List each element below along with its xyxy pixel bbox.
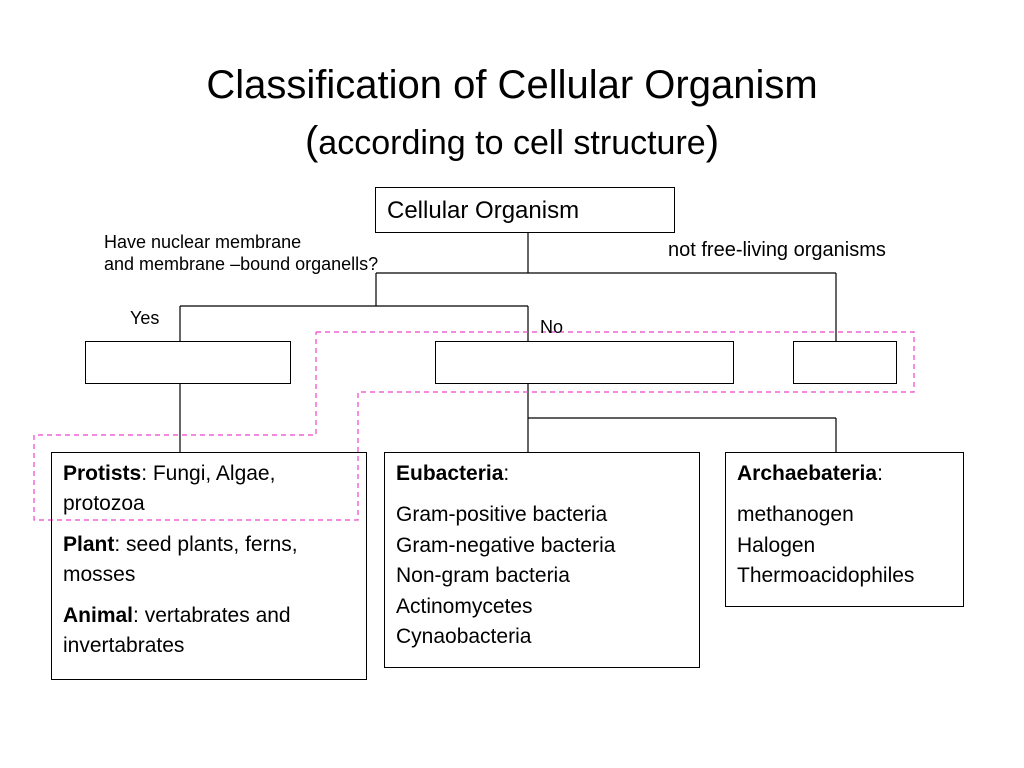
animal-entry: Animal: vertabrates and invertabrates [63, 601, 356, 661]
eubacteria-name: Eubacteria [396, 462, 504, 485]
yes-label: Yes [130, 308, 160, 328]
title-subtitle: according to cell structure [318, 124, 706, 162]
cellular-organism-label: Cellular Organism [387, 197, 580, 224]
eukaryote-category-box: Protists: Fungi, Algae, protozoa Plant: … [51, 452, 367, 680]
animal-sep: : [133, 604, 145, 627]
protists-desc: Fungi, Algae, protozoa [63, 462, 276, 515]
question-line-2: and membrane –bound organells? [104, 254, 379, 274]
animal-name: Animal [63, 604, 134, 627]
list-item: Halogen [737, 533, 816, 557]
title-close-paren: ) [705, 119, 720, 163]
highlight-dashed-outline [33, 331, 915, 521]
eubacteria-list: Gram-positive bacteria Gram-negative bac… [396, 500, 689, 653]
list-item: Thermoacidophiles [737, 564, 915, 587]
archaebacteria-name: Archaebateria [737, 462, 878, 485]
not-free-living-label: not free-living organisms [668, 239, 886, 261]
list-item: Gram-negative bacteria [396, 533, 616, 557]
title-line-1: Classification of Cellular Organism [206, 63, 818, 107]
no-label: No [540, 317, 564, 337]
protists-sep: : [141, 462, 153, 485]
list-item: Actinomycetes [396, 594, 533, 618]
eubacteria-category-box: Eubacteria: Gram-positive bacteria Gram-… [384, 452, 700, 668]
plant-sep: : [114, 533, 127, 556]
title-open-paren: ( [304, 119, 319, 163]
question-line-1: Have nuclear membrane [104, 232, 302, 252]
prokaryote-empty-box [435, 341, 734, 384]
eubacteria-sep: : [503, 462, 510, 485]
plant-desc: seed plants, ferns, mosses [63, 533, 298, 586]
eubacteria-heading: Eubacteria: [396, 459, 689, 489]
title-line-2: (according to cell structure) [0, 118, 1024, 166]
cellular-organism-box: Cellular Organism [375, 187, 675, 233]
list-item: Non-gram bacteria [396, 564, 570, 587]
archaebacteria-category-box: Archaebateria: methanogen Halogen Thermo… [725, 452, 964, 607]
list-item: methanogen [737, 503, 854, 526]
archaebacteria-heading: Archaebateria: [737, 459, 953, 489]
animal-desc: vertabrates and invertabrates [63, 604, 291, 657]
plant-entry: Plant: seed plants, ferns, mosses [63, 530, 356, 590]
protists-name: Protists [63, 462, 142, 485]
list-item: Cynaobacteria [396, 625, 532, 648]
archaebacteria-sep: : [877, 462, 883, 485]
protists-entry: Protists: Fungi, Algae, protozoa [63, 459, 356, 519]
eukaryote-empty-box [85, 341, 291, 384]
virus-empty-box [793, 341, 897, 384]
list-item: Gram-positive bacteria [396, 503, 608, 526]
plant-name: Plant [63, 533, 115, 556]
archaebacteria-list: methanogen Halogen Thermoacidophiles [737, 500, 953, 592]
